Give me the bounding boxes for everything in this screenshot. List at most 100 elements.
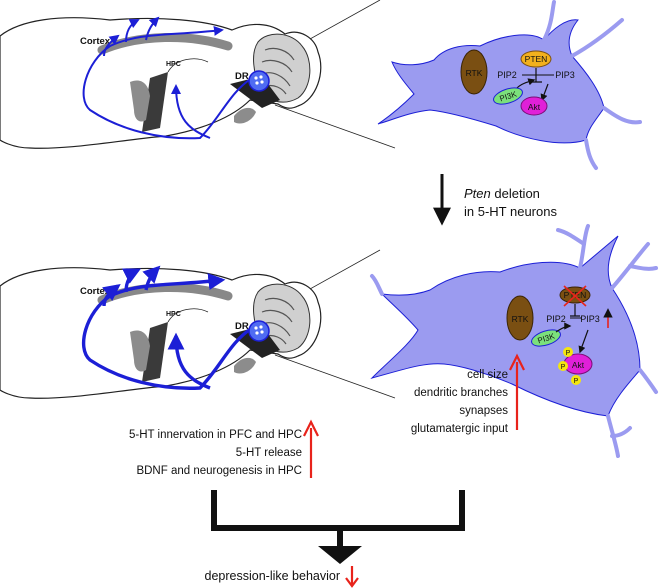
midbrain-gray <box>234 107 256 124</box>
rtk-receptor <box>506 295 534 341</box>
dorsal-raphe-nucleus <box>248 70 270 92</box>
neuron-body <box>377 19 605 144</box>
effect-dendritic-branches: dendritic branches <box>414 387 508 399</box>
striatum <box>130 330 150 372</box>
bracket <box>211 490 465 531</box>
striatum <box>130 80 150 122</box>
rtk-receptor <box>460 49 488 95</box>
serotonergic-projections-enhanced <box>81 265 253 390</box>
pi3k-activation <box>555 322 572 333</box>
phospho-site <box>571 375 581 385</box>
transition-label-line1: Pten deletion <box>464 186 540 201</box>
corpus-callosum <box>97 33 233 55</box>
pip3-label: PIP3 <box>555 70 575 80</box>
midbrain-gray <box>234 357 256 374</box>
dr-label: DR <box>235 71 249 82</box>
projection-to-cortex-2 <box>122 268 142 293</box>
effect-5ht-release: 5-HT release <box>236 447 302 459</box>
phospho-groups: P P P <box>558 347 581 385</box>
projection-to-cortex-3 <box>142 265 161 291</box>
increase-arrowhead <box>509 353 525 371</box>
pip2-label: PIP2 <box>497 70 517 80</box>
akt-label: Akt <box>572 360 585 370</box>
akt-protein <box>520 96 548 116</box>
projection-to-cortex-3 <box>145 16 160 41</box>
effect-bdnf-neurogenesis: BDNF and neurogenesis in HPC <box>136 465 302 477</box>
cerebellum-folia <box>261 47 295 95</box>
phospho-label: P <box>574 378 579 385</box>
effect-5ht-innervation: 5-HT innervation in PFC and HPC <box>129 429 302 441</box>
outcome: depression-like behavior <box>205 566 359 588</box>
increase-arrowhead <box>303 419 319 437</box>
gene-name: Pten <box>464 186 491 201</box>
brain-effects: 5-HT innervation in PFC and HPC 5-HT rel… <box>129 419 319 478</box>
dr-label: DR <box>235 321 249 332</box>
top-neuron: RTK PTEN PIP2 PIP3 PI3K Akt <box>377 0 642 170</box>
hpc-pointer <box>167 58 209 73</box>
convergence-bracket <box>211 490 465 548</box>
projection-to-cortex-1 <box>103 34 120 57</box>
rtk-label: RTK <box>512 314 529 324</box>
top-brain-sagittal: HPC Cortex DR <box>0 0 396 149</box>
transition-label-line2: in 5-HT neurons <box>464 204 557 219</box>
outcome-label: depression-like behavior <box>205 569 341 583</box>
projection-main-loop <box>81 273 253 390</box>
dr-neuron-dots <box>254 75 264 85</box>
projection-to-hpc <box>171 84 211 139</box>
brain-section-line <box>274 354 396 399</box>
hippocampus <box>142 72 168 132</box>
dendrite <box>602 106 642 125</box>
serotonergic-projections <box>82 16 253 140</box>
effect-glutamatergic-input: glutamatergic input <box>411 423 509 435</box>
pip3-to-akt-arrow <box>540 83 549 102</box>
pip3-label: PIP3 <box>580 314 600 324</box>
dendrite <box>628 264 658 271</box>
phospho-label: P <box>561 364 566 371</box>
phospho-site <box>563 347 573 357</box>
rtk-label: RTK <box>466 68 483 78</box>
deletion-text: deletion <box>491 186 540 201</box>
outcome-arrowhead <box>318 546 362 564</box>
cortex-label: Cortex <box>80 286 111 297</box>
pten-label: PTEN <box>525 54 548 64</box>
akt-label: Akt <box>528 102 541 112</box>
pten-inhibition <box>570 304 580 317</box>
bottom-neuron: RTK PTEN PIP2 PIP3 PI3K Akt P P P <box>370 224 658 458</box>
pip3-to-akt-arrow <box>578 329 589 354</box>
effect-synapses: synapses <box>459 405 508 417</box>
pten-deletion-cross <box>563 285 587 307</box>
pi3k-protein <box>493 87 523 105</box>
dendrite <box>542 0 556 42</box>
projection-to-hpc <box>167 332 211 390</box>
hpc-label: HPC <box>166 61 181 68</box>
phospho-site <box>558 361 568 371</box>
brain-section-line <box>274 104 396 149</box>
pten-protein <box>520 50 552 68</box>
bottom-brain-sagittal: HPC Cortex DR <box>0 249 396 399</box>
dorsal-raphe-nucleus <box>248 320 270 342</box>
dendrite <box>370 274 384 296</box>
dendrite <box>556 228 586 246</box>
dendritic-branches <box>370 224 658 458</box>
pi3k-protein <box>531 329 561 347</box>
phospho-label: P <box>566 350 571 357</box>
neuron-effects: cell size dendritic branches synapses gl… <box>411 353 525 435</box>
hpc-label: HPC <box>166 311 181 318</box>
projection-main-loop <box>82 25 253 140</box>
transition-arrow-group: Pten deletion in 5-HT neurons <box>433 174 557 226</box>
dr-neuron-dots <box>254 325 264 335</box>
decrease-arrowhead <box>345 577 359 588</box>
dendrite <box>570 18 624 58</box>
hpc-pointer <box>167 308 209 323</box>
dendrite <box>610 426 632 438</box>
cortex-label: Cortex <box>80 36 111 47</box>
projection-to-cortex-2 <box>125 19 140 43</box>
dendrite <box>638 368 658 394</box>
effect-cell-size: cell size <box>467 369 508 381</box>
dendrite <box>584 138 598 170</box>
hippocampus <box>142 322 168 382</box>
cerebellum-folia <box>261 297 295 345</box>
projection-to-cortex-1 <box>102 283 121 307</box>
pip2-label: PIP2 <box>546 314 566 324</box>
